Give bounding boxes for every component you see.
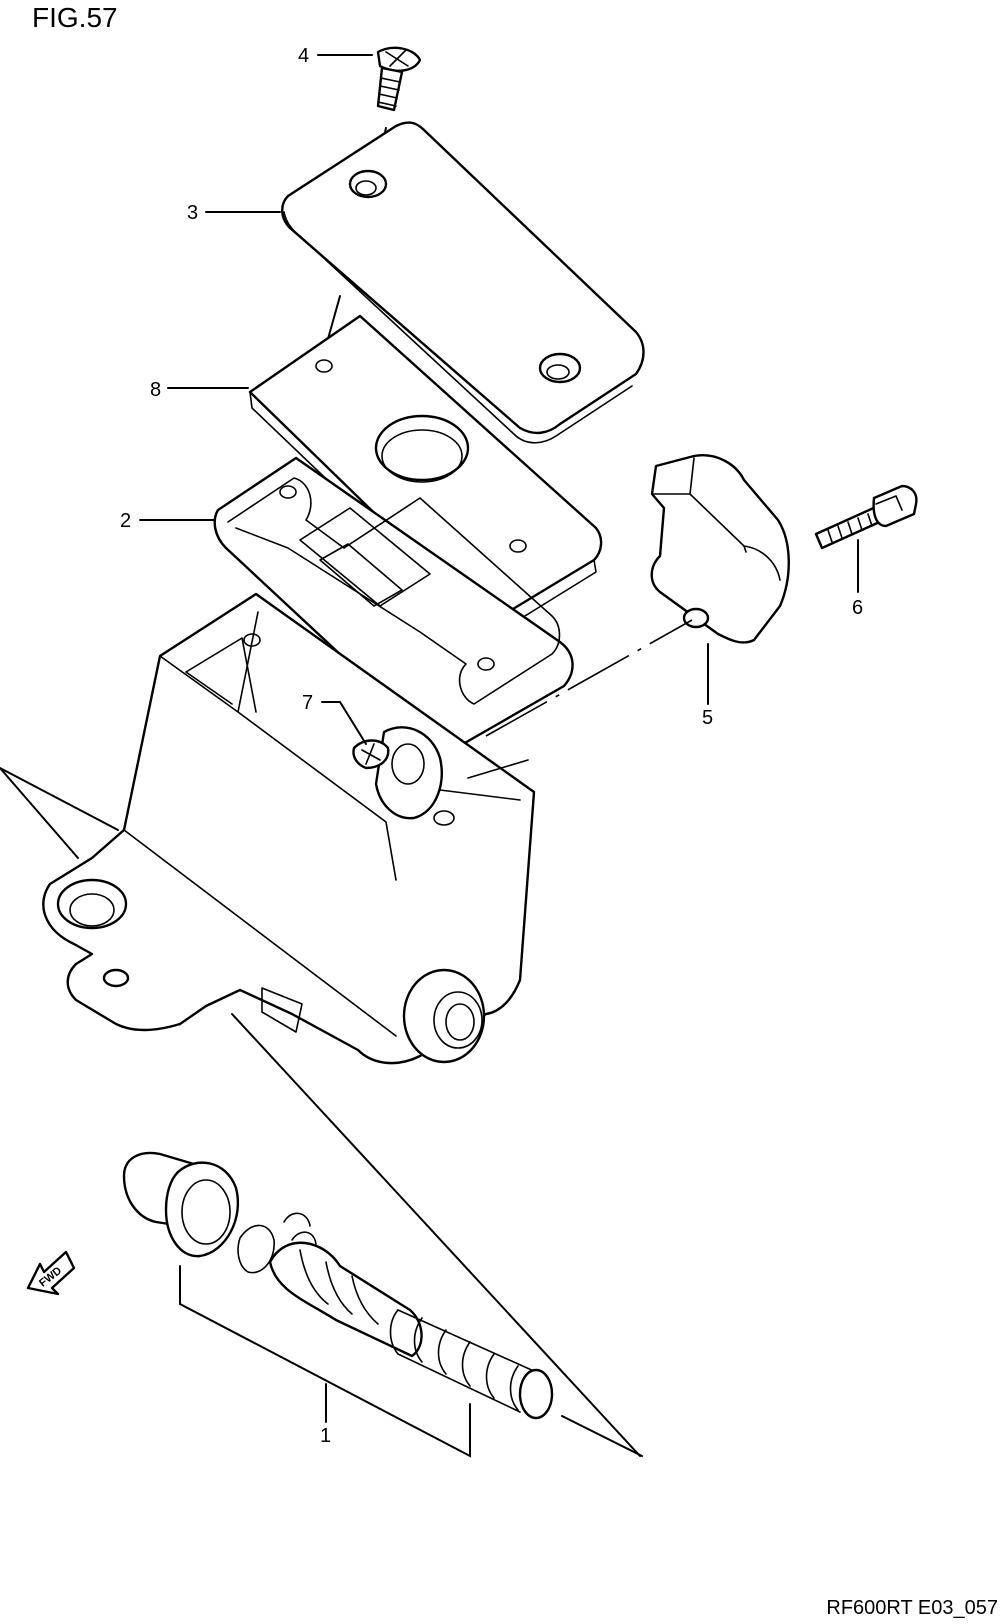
callout-2: 2 xyxy=(120,510,131,532)
fwd-direction-arrow: FWD xyxy=(26,1250,76,1296)
part-5-clamp-bracket xyxy=(650,454,790,644)
drawing-code: RF600RT E03_057 xyxy=(826,1597,998,1619)
leader-lines xyxy=(0,54,709,1458)
callout-8: 8 xyxy=(150,379,161,401)
callout-5: 5 xyxy=(702,707,713,729)
callout-7: 7 xyxy=(302,692,313,714)
part-6-bolt xyxy=(814,484,918,550)
callout-6: 6 xyxy=(852,597,863,619)
part-4-screw xyxy=(376,46,422,112)
master-cylinder-body xyxy=(42,592,536,1065)
figure-title: FIG.57 xyxy=(32,2,118,33)
callout-3: 3 xyxy=(187,202,198,224)
part-3-reservoir-cap xyxy=(281,121,645,444)
callout-1: 1 xyxy=(320,1425,331,1447)
part-1-piston-kit xyxy=(122,1151,554,1420)
part-8-diaphragm-plate xyxy=(248,295,603,630)
callout-4: 4 xyxy=(298,45,309,67)
part-7-small-screw xyxy=(352,739,390,770)
